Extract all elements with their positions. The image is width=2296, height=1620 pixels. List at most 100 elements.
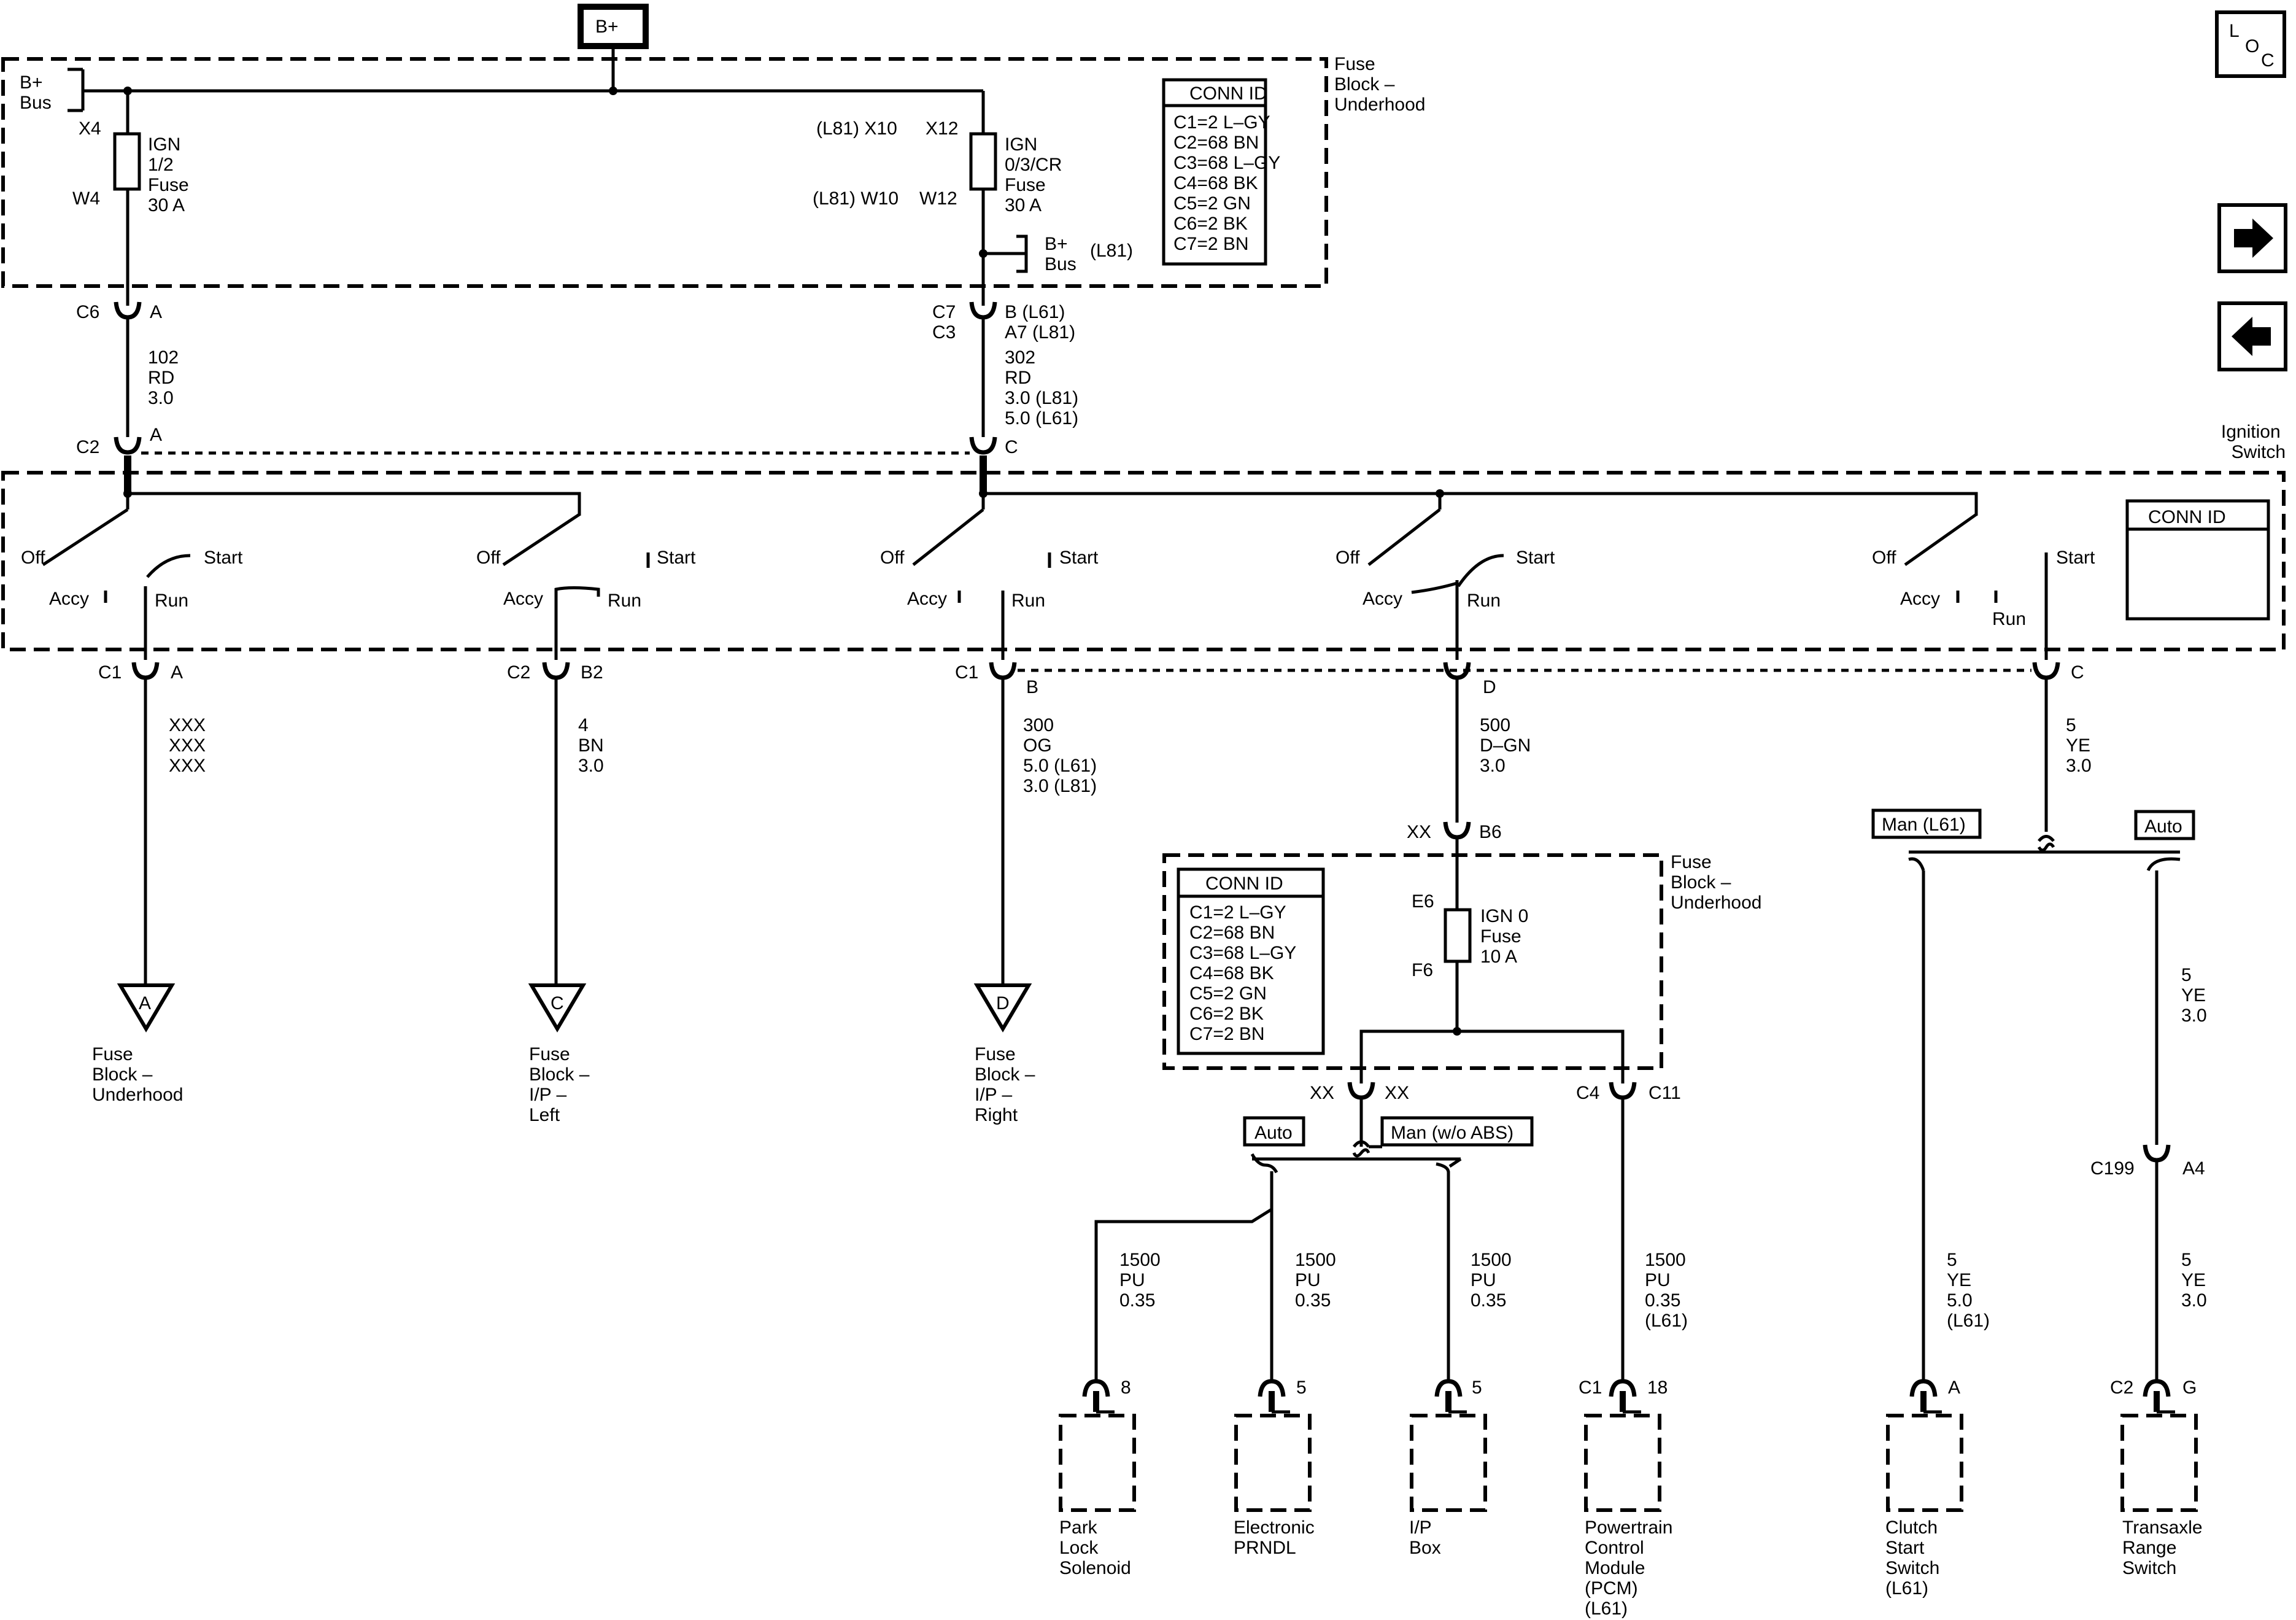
terminal-a-letter: A: [139, 993, 151, 1013]
bus-label-left: B+Bus: [20, 72, 52, 113]
terminal-c: [528, 983, 587, 1033]
bottom-connectors: [1084, 1381, 2168, 1397]
switch1-off: Off: [21, 548, 45, 568]
out2-conn: C2: [507, 662, 530, 683]
previous-page-button[interactable]: [2217, 301, 2287, 371]
loc-button[interactable]: L O C: [2215, 10, 2286, 78]
out3-pin: B: [1026, 677, 1038, 697]
out4-pin: D: [1483, 677, 1496, 697]
wire-500-dgn: 500 D–GN 3.0: [1480, 715, 1536, 776]
next-page-button[interactable]: [2217, 203, 2287, 273]
pin-8: 8: [1121, 1378, 1131, 1398]
fuse3-f6: F6: [1412, 960, 1433, 980]
dest-fuse-block-ip-right: Fuse Block – I/P – Right: [975, 1044, 1040, 1125]
conn-c3: C3: [932, 322, 956, 343]
ign-fuse-1-2: [113, 132, 141, 191]
transaxle-range-switch-box: [2120, 1414, 2198, 1512]
pin-a-clutch: A: [1948, 1378, 1960, 1398]
switch-section-4: Off Start Accy Run: [1335, 508, 1555, 660]
fuse3-label: IGN 0 Fuse 10 A: [1480, 906, 1534, 967]
clutch-start-switch-box: [1886, 1414, 1963, 1512]
out5-pin: C: [2071, 662, 2084, 683]
switch3-start: Start: [1059, 548, 1099, 568]
pin-5-ipbox: 5: [1472, 1378, 1482, 1398]
fuse2-w10: (L81) W10: [813, 188, 899, 209]
dest-transaxle-range-switch: Transaxle Range Switch: [2122, 1517, 2208, 1578]
b-plus-label: B+: [595, 17, 619, 37]
option-auto-left: Auto: [1243, 1116, 1305, 1147]
out2-pin: B2: [581, 662, 603, 683]
switch-section-1: Off Start Accy Run: [21, 508, 243, 660]
pin-a7-l81: A7 (L81): [1005, 322, 1075, 343]
wire-302: 302 RD 3.0 (L81) 5.0 (L61): [1005, 347, 1083, 428]
bus-l81-label: (L81): [1090, 241, 1133, 261]
conn-id-table-lower: CONN ID C1=2 L–GY C2=68 BN C3=68 L–GY C4…: [1177, 867, 1325, 1055]
conn-c2-top: C2: [76, 437, 99, 457]
conn-id-table-top: CONN ID C1=2 L–GY C2=68 BN C3=68 L–GY C4…: [1162, 78, 1280, 266]
pin-5-prndl: 5: [1296, 1378, 1307, 1398]
wire-4-bn: 4 BN 3.0: [578, 715, 609, 776]
dest-fuse-block-ip-left: Fuse Block – I/P – Left: [529, 1044, 595, 1125]
bus-label-right: B+Bus: [1045, 234, 1076, 274]
option-man-wo-abs-label: Man (w/o ABS): [1391, 1123, 1513, 1143]
loc-letter-l: L: [2229, 21, 2240, 41]
fuse2-label: IGN 0/3/CR Fuse 30 A: [1005, 134, 1067, 215]
dest-park-lock-solenoid: Park Lock Solenoid: [1059, 1517, 1131, 1578]
conn-id-title-lower: CONN ID: [1205, 874, 1283, 894]
switch2-off: Off: [476, 548, 501, 568]
conn-xx-left: XX: [1310, 1083, 1334, 1103]
wire-300-og: 300 OG 5.0 (L61) 3.0 (L81): [1023, 715, 1102, 796]
pin-a-c6: A: [150, 302, 162, 322]
wire-5-ye-bottom: 5 YE 3.0: [2181, 1250, 2211, 1311]
wire-1500-a: 1500 PU 0.35: [1119, 1250, 1165, 1311]
conn-xx-right: XX: [1385, 1083, 1409, 1103]
switch-section-3: Off Start Accy Run: [880, 508, 1099, 660]
wire-1500-b: 1500 PU 0.35: [1295, 1250, 1341, 1311]
switch1-run: Run: [155, 591, 188, 611]
wire-5-ye-top: 5 YE 3.0: [2066, 715, 2095, 776]
switch2-accy: Accy: [503, 589, 543, 609]
switch4-run: Run: [1467, 591, 1501, 611]
fuse3-e6: E6: [1412, 891, 1434, 912]
pin-18: 18: [1647, 1378, 1668, 1398]
switch4-off: Off: [1335, 548, 1360, 568]
fuse2-x10: (L81) X10: [816, 118, 897, 139]
fuse1-label: IGN 1/2 Fuse 30 A: [148, 134, 194, 215]
pin-c11: C11: [1649, 1083, 1681, 1103]
ign-0-fuse: [1444, 908, 1472, 963]
wire-xxx: XXX XXX XXX: [169, 715, 211, 776]
switch2-run: Run: [608, 591, 641, 611]
conn-c4: C4: [1576, 1083, 1599, 1103]
switch4-accy: Accy: [1363, 589, 1402, 609]
conn-id-title-ignition: CONN ID: [2148, 507, 2226, 527]
loc-letter-c: C: [2261, 50, 2275, 71]
out3-conn: C1: [955, 662, 978, 683]
conn-c1-pcm: C1: [1579, 1378, 1602, 1398]
conn-c199: C199: [2090, 1158, 2135, 1179]
pin-a4: A4: [2182, 1158, 2205, 1179]
ignition-switch-label: Ignition Switch: [2221, 422, 2286, 462]
wire-1500-c: 1500 PU 0.35: [1471, 1250, 1517, 1311]
switch5-off: Off: [1872, 548, 1896, 568]
dest-ip-box: I/P Box: [1409, 1517, 1441, 1558]
wire-102: 102 RD 3.0: [148, 347, 184, 408]
dest-fuse-block-underhood: Fuse Block – Underhood: [92, 1044, 183, 1105]
terminal-d: [973, 983, 1032, 1033]
arrow-right-icon: [2234, 219, 2273, 258]
conn-c2-trans: C2: [2110, 1378, 2133, 1398]
switch5-accy: Accy: [1900, 589, 1940, 609]
conn-xx-b6: XX: [1407, 822, 1431, 842]
fuse-block-underhood-lower: [1162, 853, 1663, 1070]
pcm-box: [1584, 1414, 1661, 1512]
ip-box-box: [1410, 1414, 1487, 1512]
fuse-block-underhood-top: [1, 57, 1328, 288]
loc-letter-o: O: [2245, 36, 2259, 56]
terminal-d-letter: D: [996, 993, 1010, 1013]
fuse2-w12: W12: [919, 188, 957, 209]
option-man-wo-abs: Man (w/o ABS): [1380, 1116, 1534, 1147]
out1-conn: C1: [98, 662, 122, 683]
terminal-c-letter: C: [551, 993, 564, 1013]
switch3-accy: Accy: [907, 589, 947, 609]
terminal-a: [117, 983, 176, 1033]
